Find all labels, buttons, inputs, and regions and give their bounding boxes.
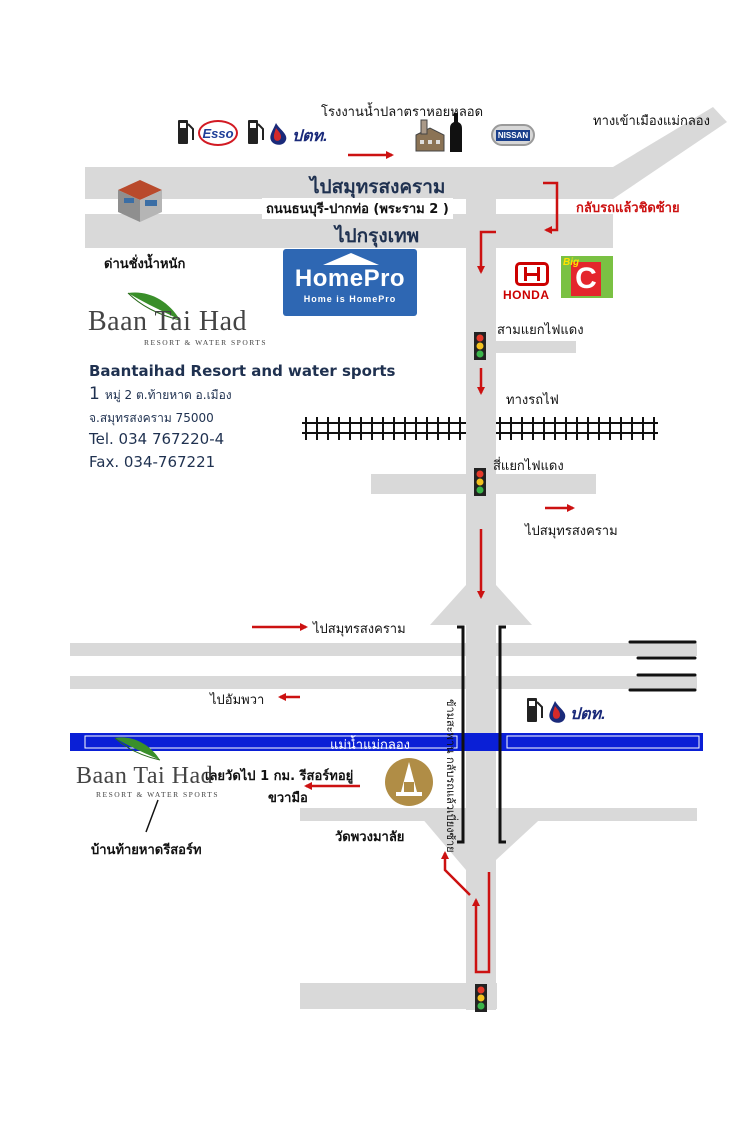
traffic-light-bottom — [475, 984, 487, 1012]
resort-address-no: 1 — [89, 384, 100, 404]
resort-fax: Fax. 034-767221 — [89, 453, 216, 471]
road-name-label: ถนนธนบุรี-ปากท่อ (พระราม 2 ) — [262, 198, 453, 219]
resort-address-1: 1 หมู่ 2 ต.ท้ายหาด อ.เมือง — [89, 384, 232, 405]
railway-ties — [305, 417, 655, 440]
resort-logo-bottom: Baan Tai Had RESORT & WATER SPORTS — [76, 763, 219, 799]
resort-logo-bottom-sub: RESORT & WATER SPORTS — [96, 790, 220, 799]
right-hand-label: ขวามือ — [268, 791, 308, 806]
banana-leaf-icon — [127, 292, 181, 321]
route-arrows — [252, 151, 575, 896]
resort-name: Baantaihad Resort and water sports — [89, 362, 396, 380]
ptt-logo-river: ปตท. — [570, 706, 606, 723]
railway-label: ทางรถไฟ — [506, 393, 559, 408]
banana-leaf-icon — [114, 737, 161, 761]
bigc-logo: C Big — [561, 256, 613, 298]
nissan-logo-text: NISSAN — [495, 129, 531, 141]
esso-logo: Esso — [198, 120, 238, 146]
fuel-pump-icon — [178, 120, 194, 144]
homepro-tagline: Home is HomePro — [303, 294, 397, 304]
to-amphawa-label: ไปอัมพวา — [210, 693, 265, 708]
ptt-logo: ปตท. — [292, 128, 328, 145]
house-roof-icon — [323, 253, 379, 265]
resort-address-line1: หมู่ 2 ต.ท้ายหาด อ.เมือง — [104, 388, 232, 402]
traffic-light-4way — [474, 468, 486, 496]
temple-icon — [385, 758, 433, 806]
weigh-station-label: ด่านชั่งน้ำหนัก — [104, 257, 186, 272]
fuel-pump-icon — [527, 698, 543, 722]
final-uturn-arrow — [472, 872, 491, 974]
honda-logo: HONDA — [503, 288, 550, 302]
resort-logo-sub: RESORT & WATER SPORTS — [144, 338, 268, 347]
resort-logo-name: Baan Tai Had — [88, 306, 248, 337]
resort-location-label: บ้านท้ายหาดรีสอร์ท — [91, 843, 202, 858]
nissan-logo: NISSAN — [491, 124, 535, 146]
river-label: แม่น้ำแม่กลอง — [329, 738, 411, 753]
bridge — [457, 625, 506, 844]
to-samutsongkhram-highway: ไปสมุทรสงคราม — [310, 176, 446, 198]
entrance-maeklong-label: ทางเข้าเมืองแม่กลอง — [593, 114, 710, 129]
homepro-title: HomePro — [294, 265, 406, 292]
fuel-pump-icon — [248, 120, 264, 144]
uturn-keep-left-label: กลับรถแล้วชิดซ้าย — [576, 201, 680, 216]
ptt-droplet-icon — [549, 701, 566, 723]
past-temple-label: เลยวัดไป 1 กม. รีสอร์ทอยู่ — [205, 769, 354, 784]
highway-rama2 — [85, 107, 727, 248]
watermark: HotelAndResortThailand.com — [530, 1105, 713, 1120]
resort-pointer — [145, 799, 159, 833]
resort-logo: Baan Tai Had RESORT & WATER SPORTS — [88, 306, 267, 347]
weigh-station-icon — [118, 180, 162, 222]
to-samutsongkhram-right-label: ไปสมุทรสงคราม — [525, 524, 618, 539]
bigc-big: Big — [563, 257, 580, 268]
main-road-south — [70, 199, 697, 1010]
maeklong-river — [70, 733, 703, 751]
ptt-droplet-icon — [270, 123, 287, 145]
to-bangkok-label: ไปกรุงเทพ — [335, 225, 420, 247]
four-way-lights-label: สี่แยกไฟแดง — [493, 459, 564, 474]
side-lines — [628, 640, 697, 692]
bridge-uturn-label: ข้ามสะพาน กลับรถแล้วเบี่ยงซ้าย — [444, 699, 457, 853]
factory-icon — [415, 113, 462, 152]
resort-address-2: จ.สมุทรสงคราม 75000 — [89, 411, 214, 425]
temple-label: วัดพวงมาลัย — [335, 830, 405, 845]
honda-h-icon — [515, 262, 549, 286]
to-samutsongkhram-left-label: ไปสมุทรสงคราม — [313, 622, 406, 637]
three-way-lights-label: สามแยกไฟแดง — [497, 323, 584, 338]
traffic-light-3way — [474, 332, 486, 360]
resort-logo-bottom-name: Baan Tai Had — [76, 763, 214, 789]
factory-label: โรงงานน้ำปลาตราหอยหลอด — [321, 105, 484, 120]
resort-tel: Tel. 034 767220-4 — [89, 430, 225, 448]
homepro-logo: HomePro Home is HomePro — [283, 249, 417, 316]
bigc-c: C — [571, 262, 601, 296]
